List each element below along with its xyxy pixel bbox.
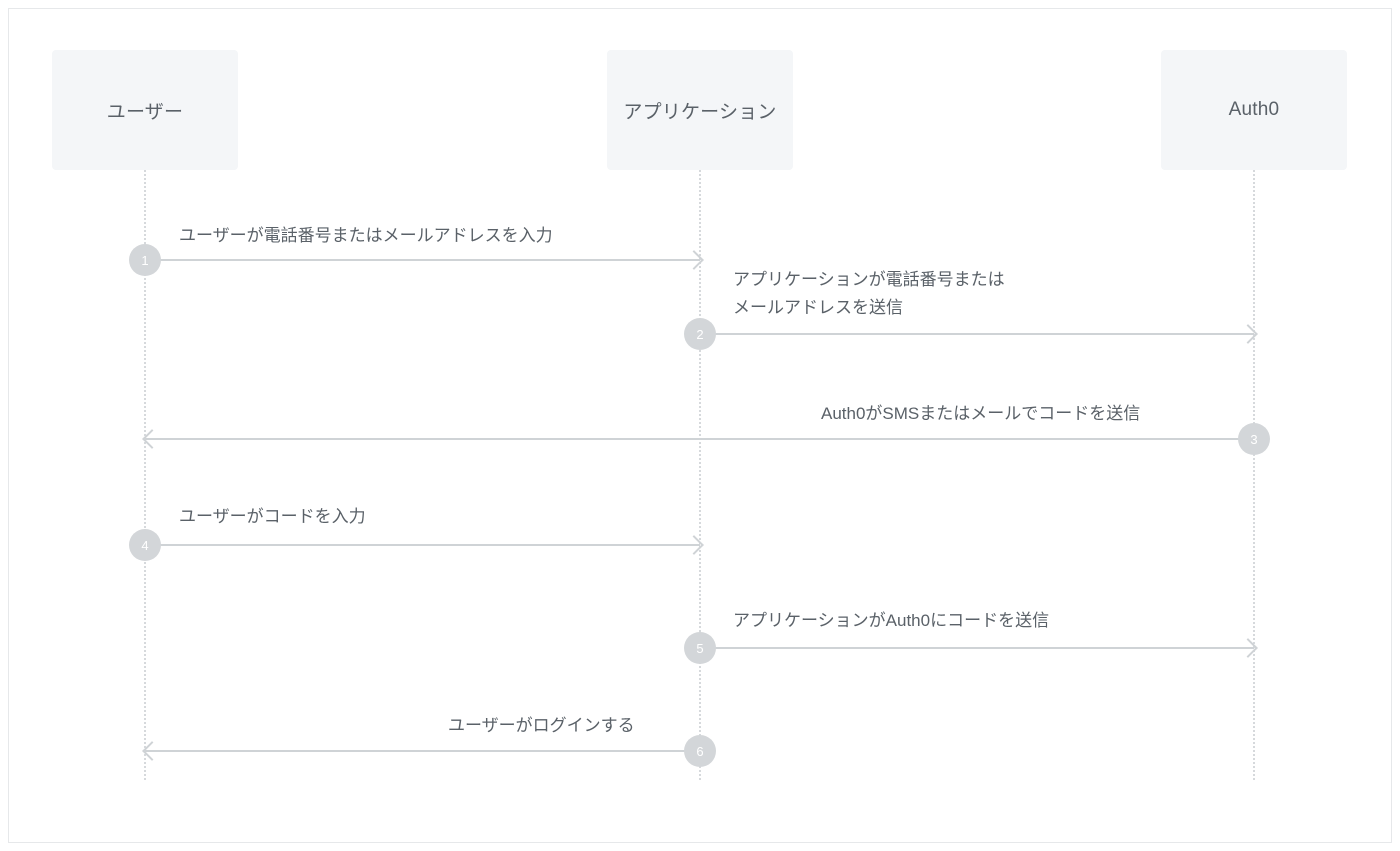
lifeline-user [144, 170, 146, 780]
step-badge-5: 5 [684, 632, 716, 664]
message-label-3: Auth0がSMSまたはメールでコードを送信 [821, 404, 1141, 423]
actor-label-application: アプリケーション [623, 101, 777, 123]
message-line-2 [700, 333, 1254, 335]
step-badge-3: 3 [1238, 423, 1270, 455]
message-line-4 [145, 544, 700, 546]
actor-label-auth0: Auth0 [1228, 99, 1280, 120]
step-badge-2: 2 [684, 318, 716, 350]
message-line-1 [145, 259, 700, 261]
step-badge-1: 1 [129, 244, 161, 276]
lifeline-auth0 [1253, 170, 1255, 780]
lifeline-application [699, 170, 701, 780]
actor-box-auth0: Auth0 [1161, 50, 1347, 170]
message-line-5 [700, 647, 1254, 649]
step-badge-4: 4 [129, 529, 161, 561]
message-line-3 [145, 438, 1254, 440]
message-label-4: ユーザーがコードを入力 [179, 507, 366, 526]
actor-box-user: ユーザー [52, 50, 238, 170]
message-label-2: アプリケーションが電話番号または メールアドレスを送信 [733, 270, 1005, 317]
message-label-1: ユーザーが電話番号またはメールアドレスを入力 [179, 226, 553, 245]
message-label-6: ユーザーがログインする [448, 716, 635, 735]
message-label-5: アプリケーションがAuth0にコードを送信 [733, 611, 1050, 630]
step-badge-6: 6 [684, 735, 716, 767]
actor-box-application: アプリケーション [607, 50, 793, 170]
message-line-6 [145, 750, 700, 752]
actor-label-user: ユーザー [106, 101, 184, 123]
